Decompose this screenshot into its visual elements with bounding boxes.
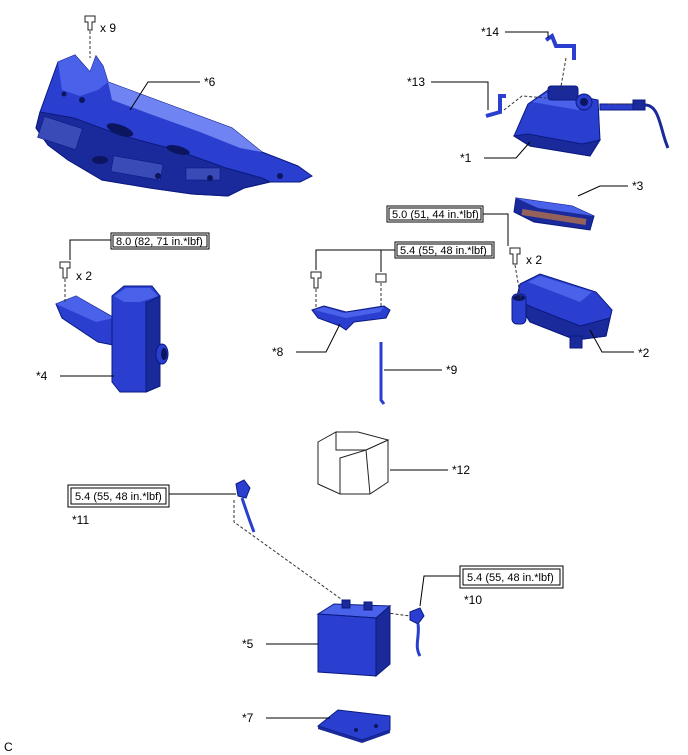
callout-1: *1 [460, 151, 472, 165]
callout-8: *8 [272, 345, 284, 359]
bolt-intake [59, 261, 71, 279]
battery-hold-rod [379, 342, 386, 405]
callout-14: *14 [481, 25, 499, 39]
torque-box-intake: 8.0 (82, 71 in.*lbf) [110, 232, 210, 250]
callout-3: *3 [632, 179, 644, 193]
callout-11: *11 [72, 513, 89, 527]
battery-clamp [311, 305, 391, 331]
quantity-bolt-x2-right: x 2 [526, 253, 542, 267]
quantity-bolt-x2-left: x 2 [76, 269, 92, 283]
clamp-bolt-left [310, 271, 322, 289]
clip-fastener [84, 15, 96, 31]
callout-13: *13 [407, 75, 425, 89]
air-cleaner-cap-assembly [512, 85, 635, 157]
torque-box-negative: 5.4 (55, 48 in.*lbf) [67, 484, 170, 508]
torque-value-intake: 8.0 (82, 71 in.*lbf) [116, 236, 203, 248]
vacuum-hose-14 [544, 32, 576, 60]
callout-6: *6 [204, 75, 216, 89]
callout-2: *2 [638, 346, 650, 360]
negative-terminal-cable [235, 479, 256, 533]
torque-value-positive: 5.4 (55, 48 in.*lbf) [467, 572, 554, 584]
air-filter-element [513, 197, 595, 231]
callout-5: *5 [242, 637, 254, 651]
quantity-clip-x9: x 9 [100, 21, 116, 35]
vacuum-hose-13 [485, 94, 506, 118]
torque-value-clamp: 5.4 (55, 48 in.*lbf) [400, 245, 487, 257]
cowl-cover-panel [35, 54, 313, 197]
callout-10: *10 [464, 593, 482, 607]
callout-4: *4 [36, 369, 48, 383]
clamp-nut-right [375, 273, 387, 283]
sensor-wire [632, 99, 670, 149]
battery-insulator [317, 431, 390, 495]
bolt-case [509, 247, 521, 265]
torque-value-case: 5.0 (51, 44 in.*lbf) [392, 209, 479, 221]
torque-box-clamp: 5.4 (55, 48 in.*lbf) [394, 241, 495, 259]
callout-12: *12 [452, 463, 470, 477]
torque-box-case: 5.0 (51, 44 in.*lbf) [386, 205, 484, 223]
torque-value-negative: 5.4 (55, 48 in.*lbf) [75, 491, 162, 503]
battery [316, 599, 392, 678]
callout-9: *9 [446, 363, 458, 377]
air-cleaner-case [511, 273, 613, 349]
corner-mark: C [4, 740, 13, 754]
torque-box-positive: 5.4 (55, 48 in.*lbf) [459, 565, 564, 589]
battery-tray [316, 709, 391, 743]
air-intake-inlet [55, 285, 169, 393]
callout-7: *7 [242, 711, 254, 725]
positive-terminal-cable [409, 607, 425, 657]
